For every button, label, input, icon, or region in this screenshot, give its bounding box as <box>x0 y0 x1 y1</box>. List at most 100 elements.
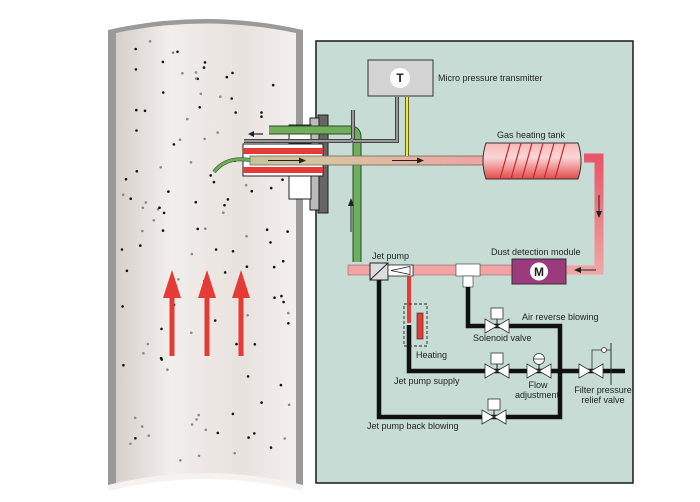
label-jet-pump-back-blowing: Jet pump back blowing <box>367 421 459 431</box>
probe-heater-bottom <box>243 167 323 173</box>
label-jet-pump: Jet pump <box>372 251 409 261</box>
dust-particle <box>286 230 289 233</box>
dust-particle <box>146 342 150 346</box>
transmitter-icon <box>390 68 410 88</box>
transmitter-symbol: T <box>396 71 404 85</box>
dust-particle <box>260 401 263 404</box>
dust-particle <box>279 383 283 387</box>
module-icon <box>530 262 548 281</box>
heating-enclosure <box>403 303 428 347</box>
label-dust-detection-module: Dust detection module <box>491 247 581 257</box>
dust-particle <box>209 174 212 177</box>
system-panel <box>315 40 634 484</box>
dust-particle <box>161 229 165 232</box>
dust-particle <box>247 436 250 439</box>
dust-particle <box>134 47 137 51</box>
dust-particle <box>216 431 220 435</box>
dust-particle <box>225 75 229 79</box>
dust-particle <box>223 203 226 207</box>
dust-particle <box>269 186 273 190</box>
dust-particle <box>190 423 194 426</box>
pressure-line <box>244 110 354 142</box>
dust-particle <box>179 459 182 462</box>
dust-particle <box>134 68 138 71</box>
dust-particle <box>280 294 283 298</box>
flue-gas-flow-arrows <box>163 270 250 356</box>
dust-particle <box>139 244 142 247</box>
dust-particle <box>142 351 145 355</box>
tank-body <box>482 142 582 180</box>
micro-pressure-transmitter: T Micro pressure transmitter <box>353 59 543 156</box>
dust-particle <box>231 412 235 416</box>
dust-particle <box>196 227 199 231</box>
dust-particle <box>160 327 163 331</box>
dust-particle <box>159 356 163 360</box>
solenoid-valve-air-reverse: Air reverse blowing Solenoid valve <box>473 307 599 343</box>
dust-particle <box>281 178 284 181</box>
solenoid-valve-jet-supply: Jet pump supply <box>394 352 510 386</box>
dust-particle <box>226 198 230 201</box>
label-flow-adjustment: Flow <box>528 380 548 390</box>
probe-nozzle <box>213 158 251 173</box>
sample-flow-arrow-icon <box>417 157 424 164</box>
dust-particle <box>178 138 182 141</box>
dust-particle <box>213 319 217 322</box>
flow-adjustment-valve: Flow adjustment <box>515 353 560 400</box>
gas-heating-tank: Gas heating tank <box>482 130 604 275</box>
dust-particle <box>260 115 263 118</box>
label-flow-adjustment-2: adjustment <box>515 390 560 400</box>
label-jet-pump-supply: Jet pump supply <box>394 376 460 386</box>
dust-particle <box>172 143 176 146</box>
chimney <box>104 19 306 502</box>
dust-particle <box>129 197 132 200</box>
backflow-arrow-icon <box>248 131 254 137</box>
dust-particle <box>135 108 138 112</box>
flow-arrow-icon <box>574 267 581 273</box>
dust-particle <box>273 296 276 300</box>
dust-particle <box>269 446 273 449</box>
sample-flow-arrow-icon <box>299 157 306 164</box>
dust-particle <box>203 137 206 141</box>
dust-particle <box>125 269 129 273</box>
probe-mount-bottom <box>288 174 312 200</box>
chimney-bottom-cut <box>104 477 306 502</box>
module-symbol: M <box>534 265 544 279</box>
valve-icon <box>484 363 498 379</box>
dust-particle <box>135 129 138 132</box>
dust-particle <box>199 92 203 96</box>
flow-arrow <box>232 270 250 356</box>
dust-particle <box>144 201 148 204</box>
dust-particle <box>197 413 200 417</box>
dust-particle <box>265 228 269 231</box>
dust-particle <box>133 416 137 420</box>
valve-icon <box>578 363 592 379</box>
dust-particle <box>121 305 124 308</box>
dust-particle <box>233 451 236 455</box>
heating-element: Heating <box>403 303 447 360</box>
dust-particle <box>246 314 249 317</box>
dust-particle <box>124 177 128 181</box>
dust-particle <box>181 71 184 75</box>
dust-particle <box>234 111 237 114</box>
return-flow-arrow-icon <box>348 198 354 206</box>
dust-particle <box>272 265 276 269</box>
jet-pump: Jet pump <box>369 251 414 281</box>
chimney-interior <box>116 23 296 484</box>
dust-particle <box>203 61 207 64</box>
dust-particle <box>269 241 272 244</box>
dust-particle <box>202 66 206 69</box>
dust-particle <box>140 425 144 428</box>
label-air-reverse-blowing: Air reverse blowing <box>522 312 599 322</box>
dust-particle <box>194 71 198 74</box>
dust-particle <box>216 131 219 134</box>
jet-pump-nozzle <box>387 264 414 277</box>
dust-particle <box>190 252 194 256</box>
valve-icon <box>481 409 495 425</box>
dust-particle <box>246 375 250 378</box>
chimney-bottom-edge <box>107 473 304 491</box>
label-filter-pressure-relief-2: relief valve <box>581 395 624 405</box>
dust-particle <box>214 248 218 251</box>
dust-particle <box>235 342 238 346</box>
dust-particle <box>287 311 290 315</box>
dust-particle <box>223 271 227 274</box>
